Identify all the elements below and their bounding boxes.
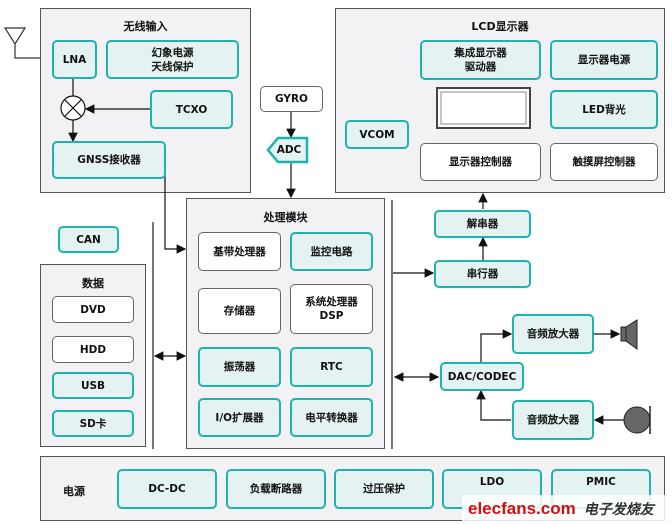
audio-amp-in-block: 音频放大器 — [512, 400, 594, 440]
display-driver-block: 集成显示器 驱动器 — [420, 40, 541, 80]
gnss-receiver-block: GNSS接收器 — [52, 141, 166, 179]
dsp-block: 系统处理器 DSP — [290, 284, 373, 334]
usb-block: USB — [52, 372, 134, 399]
serializer-block: 串行器 — [434, 260, 531, 288]
gyro-block: GYRO — [260, 86, 323, 112]
memory-block: 存储器 — [198, 288, 281, 334]
adc-label: ADC — [276, 144, 302, 156]
load-switch-block: 负载断路器 — [226, 469, 326, 509]
audio-amp-out-block: 音频放大器 — [512, 314, 594, 354]
dvd-block: DVD — [52, 296, 134, 323]
phantom-power-block: 幻象电源 天线保护 — [106, 40, 239, 79]
watermark-latin: elecfans.com — [468, 499, 576, 518]
touch-controller-block: 触摸屏控制器 — [550, 143, 658, 181]
antenna-icon — [3, 27, 40, 59]
display-screen-icon — [436, 87, 531, 129]
watermark-cjk: 电子发烧友 — [583, 502, 654, 518]
display-power-block: 显示器电源 — [550, 40, 658, 80]
overvoltage-block: 过压保护 — [334, 469, 434, 509]
baseband-block: 基带处理器 — [198, 232, 281, 271]
oscillator-block: 振荡器 — [198, 347, 281, 387]
speaker-icon — [620, 319, 638, 350]
display-controller-block: 显示器控制器 — [420, 143, 541, 181]
monitor-circuit-block: 监控电路 — [290, 232, 373, 271]
lna-block: LNA — [52, 40, 97, 79]
tcxo-block: TCXO — [150, 90, 233, 129]
dc-dc-block: DC-DC — [117, 469, 217, 509]
power-title: 电源 — [63, 485, 85, 498]
io-expander-block: I/O扩展器 — [198, 398, 281, 437]
data-title: 数据 — [82, 277, 104, 290]
adc-shape — [266, 136, 309, 164]
led-backlight-block: LED背光 — [550, 90, 658, 129]
hdd-block: HDD — [52, 336, 134, 363]
can-block: CAN — [58, 226, 119, 253]
level-shifter-block: 电平转换器 — [290, 398, 373, 437]
deserializer-block: 解串器 — [434, 210, 531, 238]
wireless-title: 无线输入 — [123, 20, 168, 33]
sd-card-block: SD卡 — [52, 410, 134, 437]
rtc-block: RTC — [290, 347, 373, 387]
microphone-icon — [623, 406, 651, 434]
dac-codec-block: DAC/CODEC — [440, 362, 524, 391]
watermark: elecfans.com 电子发烧友 — [462, 495, 672, 523]
vcom-block: VCOM — [345, 120, 409, 149]
lcd-title: LCD显示器 — [471, 20, 529, 33]
processing-title: 处理模块 — [263, 211, 308, 224]
